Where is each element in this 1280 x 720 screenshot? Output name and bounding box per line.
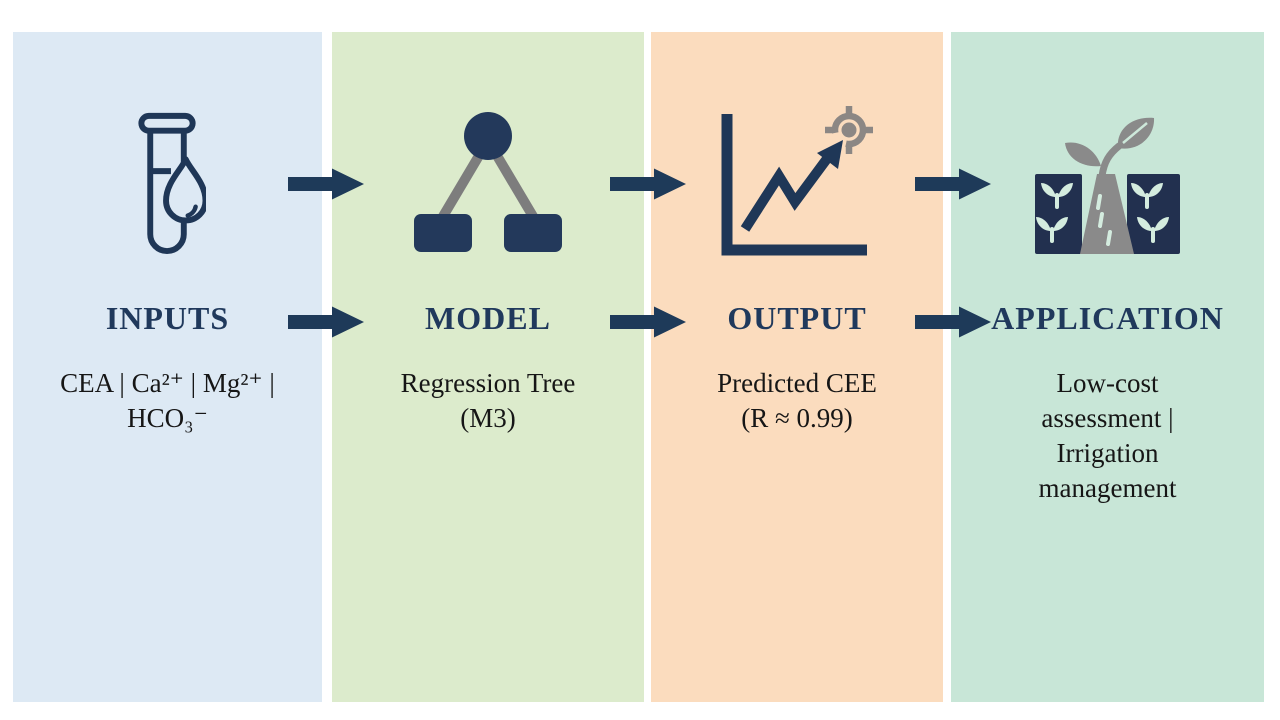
desc-line: (M3)	[460, 403, 516, 433]
arrow-right-icon	[610, 303, 686, 341]
panel-inputs: INPUTS CEA | Ca²⁺ | Mg²⁺ | HCO₃⁻	[13, 32, 322, 702]
desc-line: CEA | Ca²⁺ | Mg²⁺ |	[60, 368, 275, 398]
desc-line: (R ≈ 0.99)	[741, 403, 853, 433]
desc-line: Predicted CEE	[717, 368, 877, 398]
arrow-right-icon	[288, 165, 364, 203]
panel-title-application: APPLICATION	[991, 300, 1224, 336]
desc-line: assessment |	[1041, 403, 1174, 433]
desc-line: Irrigation	[1056, 438, 1159, 468]
field-sprout-icon	[1033, 110, 1182, 255]
panel-output: OUTPUT Predicted CEE (R ≈ 0.99)	[651, 32, 943, 702]
desc-line: management	[1038, 473, 1177, 503]
panel-application: APPLICATION Low-cost assessment | Irriga…	[951, 32, 1264, 702]
arrow-right-icon	[915, 165, 991, 203]
desc-line: Regression Tree	[400, 368, 576, 398]
chart-target-icon	[719, 104, 875, 258]
arrow-right-icon	[288, 303, 364, 341]
desc-line: Low-cost	[1056, 368, 1159, 398]
arrow-right-icon	[610, 165, 686, 203]
test-tube-icon	[130, 108, 208, 256]
panel-title-model: MODEL	[425, 300, 551, 336]
panel-desc-inputs: CEA | Ca²⁺ | Mg²⁺ | HCO₃⁻	[13, 366, 322, 436]
panel-desc-model: Regression Tree (M3)	[332, 366, 644, 436]
panel-desc-output: Predicted CEE (R ≈ 0.99)	[651, 366, 943, 436]
panel-title-output: OUTPUT	[727, 300, 867, 336]
arrow-right-icon	[915, 303, 991, 341]
panel-model: MODEL Regression Tree (M3)	[332, 32, 644, 702]
decision-tree-icon	[414, 112, 562, 254]
panel-title-inputs: INPUTS	[105, 300, 230, 336]
desc-line: HCO₃⁻	[127, 403, 208, 433]
panel-desc-application: Low-cost assessment | Irrigation managem…	[951, 366, 1264, 506]
